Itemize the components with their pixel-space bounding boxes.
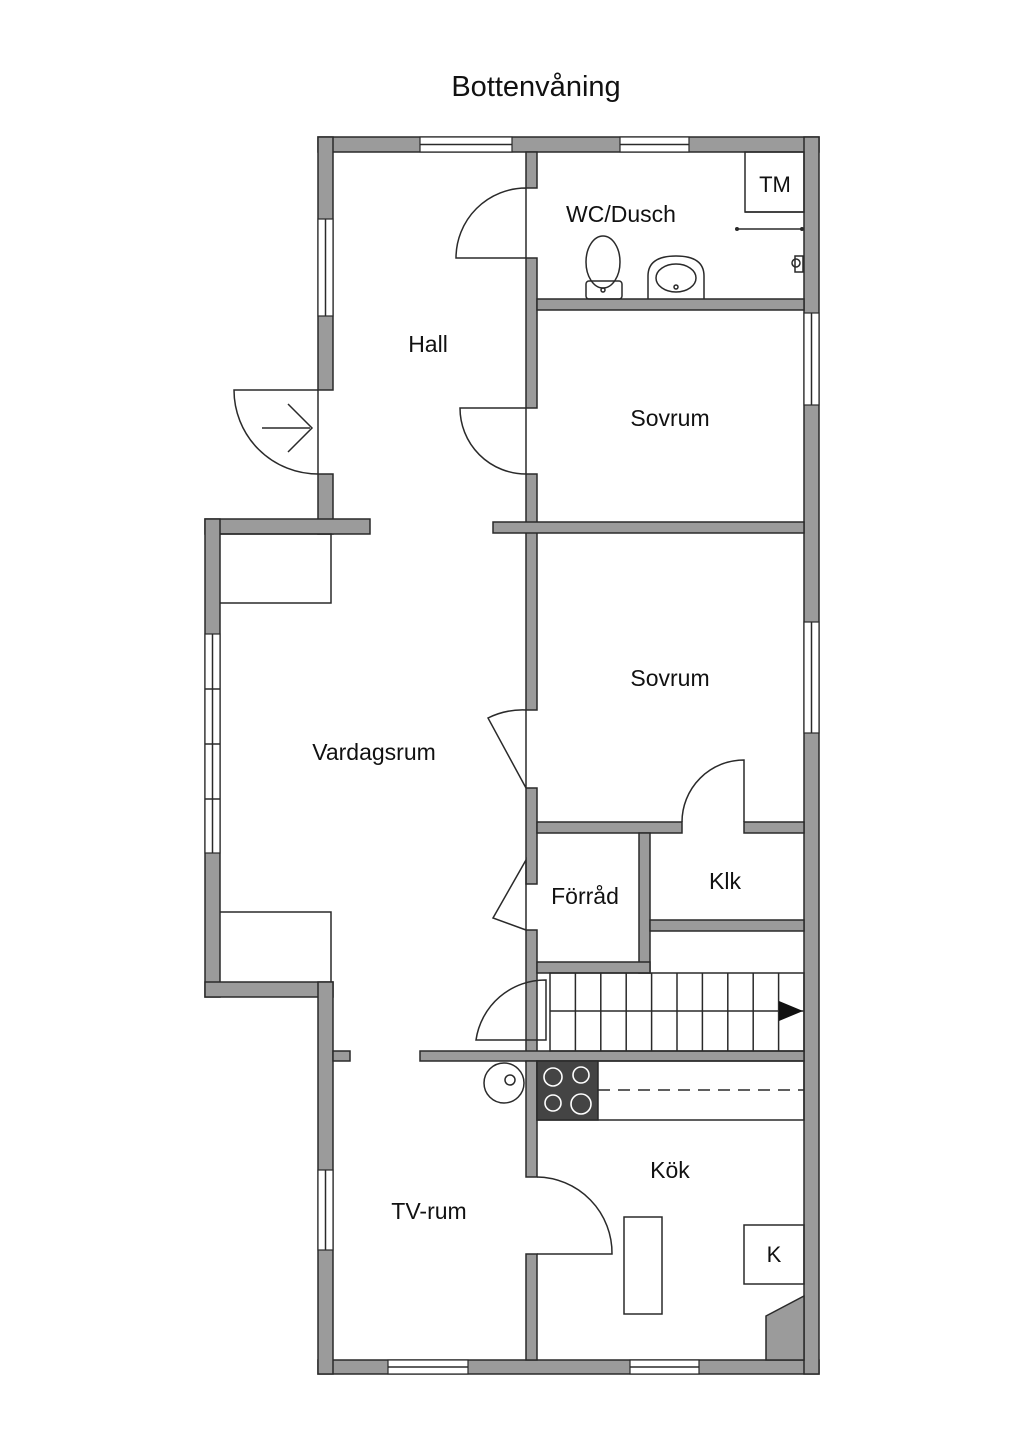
wardrobe-upper: [220, 533, 332, 604]
window-right-sovrum-1: [803, 312, 820, 406]
shower-head-icon: [791, 255, 804, 273]
door-entrance: [233, 389, 319, 475]
shower-rail-icon: [735, 211, 804, 231]
room-label-sovrum-2: Sovrum: [630, 665, 709, 691]
entrance-arrow-icon: [262, 403, 314, 453]
washer-box: TM: [744, 151, 805, 213]
room-label-kok: Kök: [650, 1157, 690, 1183]
interior-walls: [419, 151, 805, 1361]
kitchen-island: [623, 1216, 663, 1315]
door-klk: [681, 759, 745, 823]
room-label-k: K: [767, 1242, 782, 1267]
door-kok: [536, 1176, 613, 1255]
toilet-icon: [585, 235, 623, 300]
door-wc: [455, 187, 527, 259]
room-label-tv-rum: TV-rum: [391, 1198, 466, 1224]
stove-icon: [536, 1060, 599, 1121]
door-forrad: [491, 857, 527, 932]
plan-title: Bottenvåning: [451, 71, 620, 103]
room-label-klk: Klk: [709, 868, 741, 894]
window-top-wc: [619, 136, 690, 153]
outer-walls: [204, 136, 820, 1375]
window-left-hall: [317, 218, 334, 317]
fridge-box: K: [743, 1224, 805, 1285]
room-label-hall: Hall: [408, 331, 448, 357]
window-right-sovrum-2: [803, 621, 820, 734]
door-sovrum-2: [486, 709, 527, 789]
doors: [233, 187, 745, 1255]
window-bottom-tv-rum: [387, 1359, 469, 1375]
fixtures: TM K: [220, 151, 805, 1315]
wardrobe-lower: [220, 911, 332, 982]
window-top-hall: [419, 136, 513, 153]
room-label-tm: TM: [759, 172, 791, 197]
room-label-wc: WC/Dusch: [566, 201, 676, 227]
window-left-vardagsrum: [204, 633, 221, 854]
door-stair: [475, 979, 547, 1041]
stair-arrow-icon: [779, 1001, 803, 1021]
door-sovrum-1: [459, 407, 527, 475]
fireplace-icon: [483, 1062, 525, 1104]
windows: [204, 136, 820, 1375]
stairs: [549, 972, 805, 1052]
window-bottom-kok: [629, 1359, 700, 1375]
room-label-vardagsrum: Vardagsrum: [312, 739, 436, 765]
sink-icon: [647, 255, 705, 299]
window-left-tv-rum: [317, 1169, 334, 1251]
room-label-sovrum-1: Sovrum: [630, 405, 709, 431]
room-labels: WC/Dusch Hall Sovrum Sovrum Vardagsrum F…: [312, 201, 741, 1224]
room-label-forrad: Förråd: [551, 883, 619, 909]
